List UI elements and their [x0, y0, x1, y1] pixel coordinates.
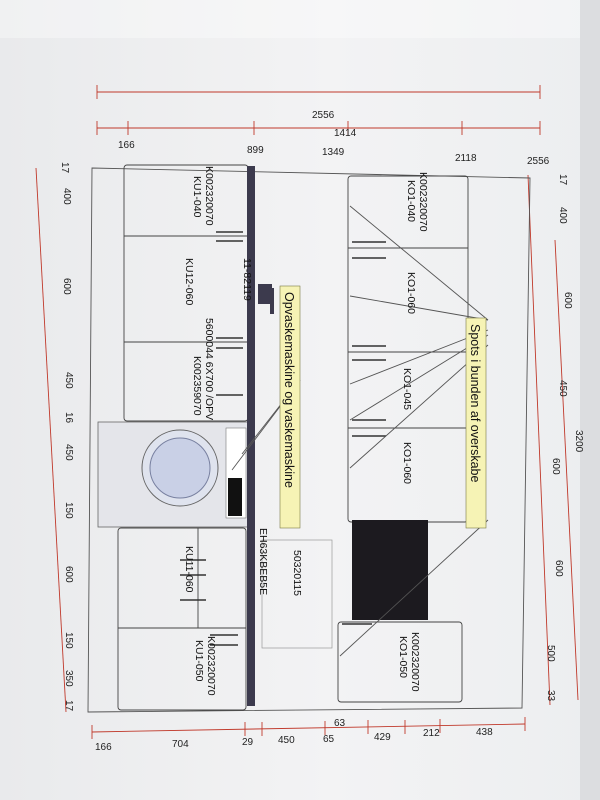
- svg-text:17: 17: [557, 174, 568, 186]
- svg-text:63: 63: [334, 718, 346, 729]
- svg-text:600: 600: [63, 566, 74, 583]
- svg-text:450: 450: [63, 372, 74, 389]
- worktop: [247, 166, 255, 706]
- svg-text:400: 400: [61, 188, 72, 205]
- svg-text:500: 500: [545, 645, 556, 662]
- svg-text:150: 150: [63, 632, 74, 649]
- svg-text:KO1-060: KO1-060: [405, 272, 417, 314]
- svg-text:438: 438: [476, 727, 493, 738]
- tap: [258, 284, 272, 304]
- dim-top-f: 2556: [527, 156, 550, 167]
- svg-text:29: 29: [242, 737, 254, 748]
- svg-text:KU1-050: KU1-050: [193, 640, 205, 682]
- svg-text:K002320070: K002320070: [203, 166, 215, 226]
- dim-top-c: 899: [247, 145, 264, 156]
- svg-text:212: 212: [423, 728, 440, 739]
- bottom-dimension-texts: 166 704 29 450 65 63 429 212 438: [95, 718, 493, 753]
- svg-text:KU1-040: KU1-040: [191, 176, 203, 218]
- svg-text:KO1-040: KO1-040: [405, 180, 417, 222]
- svg-text:K002320070: K002320070: [205, 636, 217, 696]
- svg-text:KO1-050: KO1-050: [397, 636, 409, 678]
- svg-text:65: 65: [323, 734, 335, 745]
- bottom-dimension-line: [91, 717, 526, 739]
- upper-cabinets: [261, 175, 469, 703]
- svg-text:33: 33: [545, 690, 556, 702]
- left-dimension-line: [35, 167, 67, 713]
- right-dimension-lines: [527, 174, 579, 706]
- dim-top-b: 166: [118, 140, 135, 151]
- svg-text:450: 450: [557, 380, 568, 397]
- dim-top-a: 1414: [334, 128, 357, 139]
- appliances-callout-text: Opvaskemaskine og vaskemaskine: [282, 292, 296, 488]
- svg-text:5600044 6X700 /OPV: 5600044 6X700 /OPV: [203, 318, 215, 420]
- cooker-hood: [352, 520, 428, 620]
- spots-leader-lines: [339, 205, 489, 657]
- svg-text:KO1-045: KO1-045: [401, 368, 413, 410]
- svg-text:KU12-060: KU12-060: [183, 258, 195, 305]
- appliances-callout: Opvaskemaskine og vaskemaskine: [279, 285, 301, 529]
- svg-text:K002320070: K002320070: [409, 632, 421, 692]
- svg-text:16: 16: [63, 412, 74, 424]
- svg-text:50320115: 50320115: [291, 550, 303, 596]
- svg-text:600: 600: [61, 278, 72, 295]
- dim-top-total: 2556: [312, 110, 335, 121]
- svg-text:KO1-060: KO1-060: [401, 442, 413, 484]
- svg-text:K002359070: K002359070: [191, 356, 203, 416]
- svg-text:450: 450: [278, 735, 295, 746]
- dim-top-d: 1349: [322, 147, 345, 158]
- svg-text:600: 600: [550, 458, 561, 475]
- svg-text:3200: 3200: [573, 430, 584, 453]
- svg-text:704: 704: [172, 739, 189, 750]
- dim-top-e: 2118: [455, 153, 477, 164]
- paper-edge: [580, 0, 600, 800]
- top-dimension-lines: [96, 85, 541, 135]
- elevation-frame: [87, 167, 531, 713]
- lower-cabinets: [97, 164, 249, 711]
- svg-text:450: 450: [63, 444, 74, 461]
- svg-text:400: 400: [557, 207, 568, 224]
- part-labels: K002320070 KO1-040 KO1-060 KO1-045 KO1-0…: [183, 166, 429, 696]
- svg-text:K002320070: K002320070: [417, 172, 429, 232]
- svg-text:17: 17: [63, 700, 74, 712]
- svg-text:600: 600: [562, 292, 573, 309]
- svg-text:150: 150: [63, 502, 74, 519]
- svg-text:429: 429: [374, 732, 391, 743]
- svg-text:350: 350: [63, 670, 74, 687]
- svg-text:600: 600: [553, 560, 564, 577]
- svg-text:11-82119: 11-82119: [241, 258, 253, 301]
- paper-highlight: [0, 0, 600, 38]
- svg-text:166: 166: [95, 742, 112, 753]
- svg-text:17: 17: [59, 162, 70, 174]
- spots-callout: Spots i bunden af overskabe: [465, 317, 487, 529]
- svg-text:EH63KBEB5E: EH63KBEB5E: [257, 528, 269, 595]
- spots-callout-text: Spots i bunden af overskabe: [468, 324, 482, 482]
- left-dimension-texts: 17 400 600 450 16 450 150 600 150 350 17: [59, 162, 74, 712]
- svg-text:KU11-060: KU11-060: [183, 546, 195, 593]
- right-dimension-texts: 17 400 600 450 600 600 500 33 3200: [545, 174, 584, 702]
